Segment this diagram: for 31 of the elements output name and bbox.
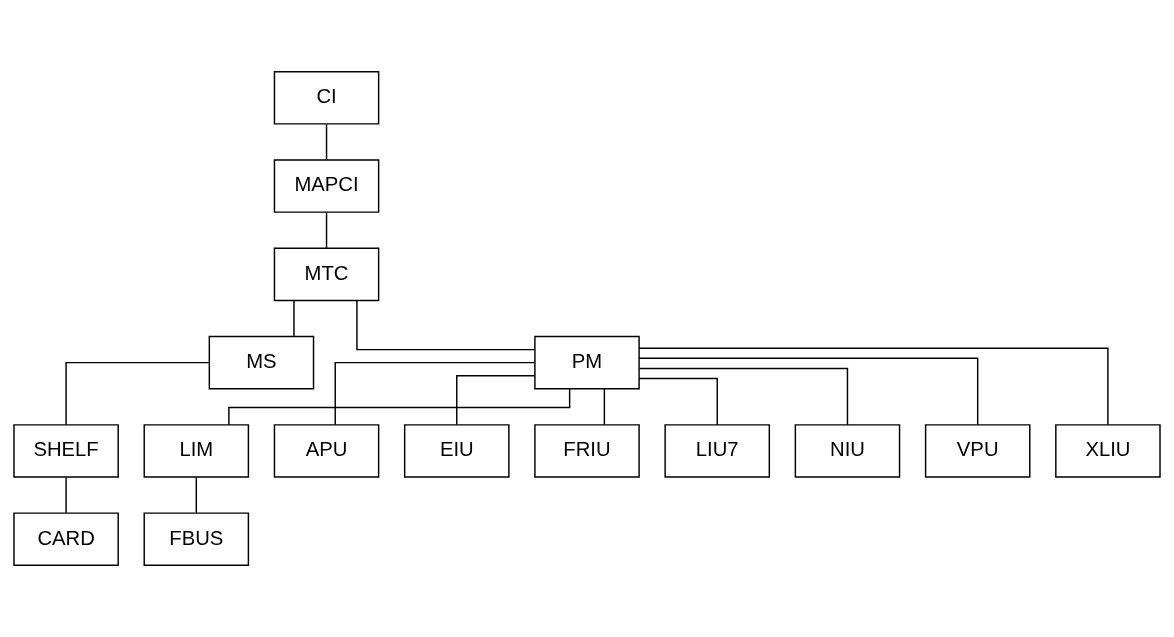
connector <box>356 299 536 351</box>
connector <box>638 357 979 426</box>
node-box: MAPCI <box>273 159 380 213</box>
node-box: VPU <box>924 424 1031 478</box>
connector <box>638 347 1109 426</box>
node-box: FRIU <box>534 424 640 478</box>
connector <box>603 388 606 426</box>
connector <box>228 388 571 426</box>
node-box: LIM <box>143 424 250 478</box>
connector <box>293 300 295 337</box>
node-box: CI <box>273 71 380 125</box>
node-box: APU <box>273 424 380 478</box>
connector <box>334 361 536 426</box>
connector <box>65 361 210 426</box>
connector <box>195 476 198 514</box>
connector <box>639 367 849 426</box>
node-box: EIU <box>403 424 510 478</box>
connector <box>65 476 67 514</box>
connector <box>456 374 536 426</box>
node-box: NIU <box>794 424 901 478</box>
node-box: XLIU <box>1055 424 1161 478</box>
node-box: CARD <box>13 512 119 566</box>
connector <box>638 377 718 426</box>
node-box: FBUS <box>143 512 250 566</box>
connector <box>325 211 328 249</box>
node-box: SHELF <box>13 424 119 478</box>
node-box: MTC <box>273 247 380 302</box>
node-box: LIU7 <box>664 424 771 478</box>
node-box: MS <box>208 335 315 390</box>
connector <box>325 123 328 161</box>
node-box: PM <box>534 335 640 390</box>
